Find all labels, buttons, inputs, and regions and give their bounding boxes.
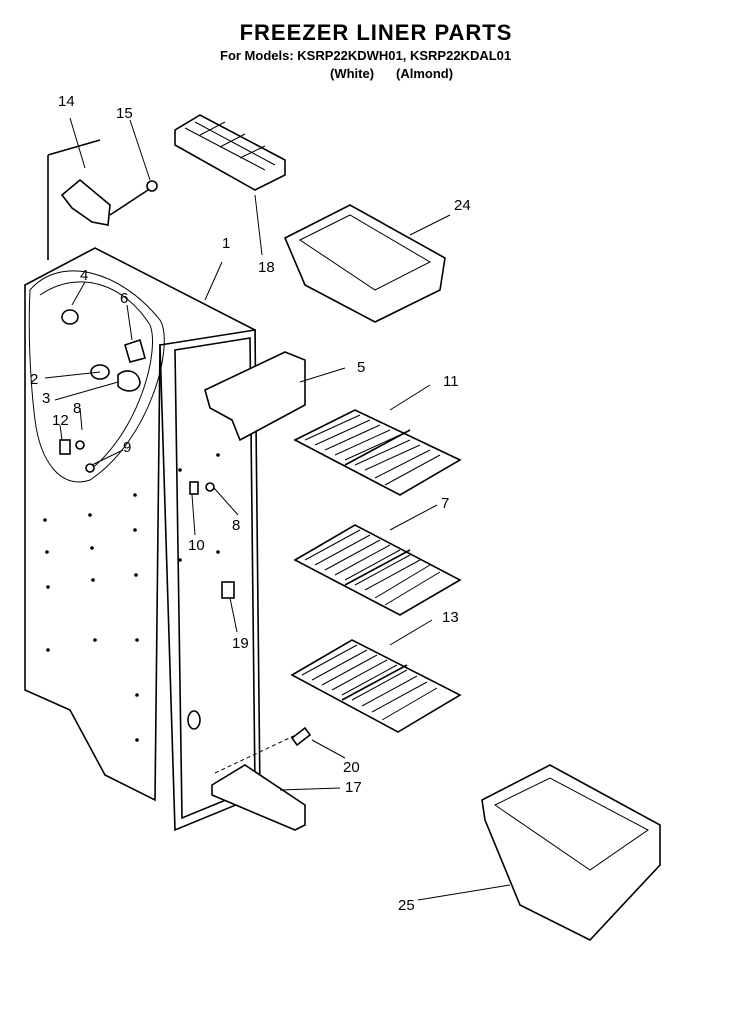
shelf-13 xyxy=(290,639,462,733)
cover-5 xyxy=(204,351,306,442)
bracket-14 xyxy=(60,178,111,226)
callout-25: 25 xyxy=(398,897,415,914)
callout-12: 12 xyxy=(52,412,69,429)
callout-15: 15 xyxy=(116,105,133,122)
callout-13: 13 xyxy=(442,609,459,626)
callout-4: 4 xyxy=(80,267,88,284)
shelf-11 xyxy=(293,409,462,496)
callout-5: 5 xyxy=(357,359,365,376)
callout-17: 17 xyxy=(345,779,362,796)
color-almond-label: (Almond) xyxy=(396,66,454,81)
callout-14: 14 xyxy=(58,93,75,110)
callout-11: 11 xyxy=(443,373,459,390)
bin-24 xyxy=(283,204,446,323)
callout-8-bottom: 8 xyxy=(232,517,240,534)
screw-15 xyxy=(109,180,158,216)
callout-8-top: 8 xyxy=(73,400,81,417)
color-white-label: (White) xyxy=(330,66,375,81)
leader-lines xyxy=(44,117,511,901)
ice-tray-18 xyxy=(174,114,286,191)
callout-3: 3 xyxy=(42,390,50,407)
models-subtitle: For Models: KSRP22KDWH01, KSRP22KDAL01 xyxy=(220,48,512,63)
screw-20 xyxy=(214,726,312,774)
bin-25 xyxy=(481,764,661,941)
freezer-liner xyxy=(24,139,261,832)
callout-2: 2 xyxy=(30,371,38,388)
callout-10: 10 xyxy=(188,537,205,554)
callout-7: 7 xyxy=(441,495,449,512)
callout-labels: 14 15 18 24 1 4 6 5 11 2 3 12 8 9 8 10 7… xyxy=(30,93,471,914)
callout-1: 1 xyxy=(222,235,230,252)
page-title: FREEZER LINER PARTS xyxy=(239,20,513,45)
trim-17 xyxy=(211,764,306,831)
callout-6: 6 xyxy=(120,290,128,307)
callout-20: 20 xyxy=(343,759,360,776)
callout-24: 24 xyxy=(454,197,471,214)
shelf-7 xyxy=(293,524,462,616)
callout-19: 19 xyxy=(232,635,249,652)
callout-18: 18 xyxy=(258,259,275,276)
callout-9: 9 xyxy=(123,439,131,456)
